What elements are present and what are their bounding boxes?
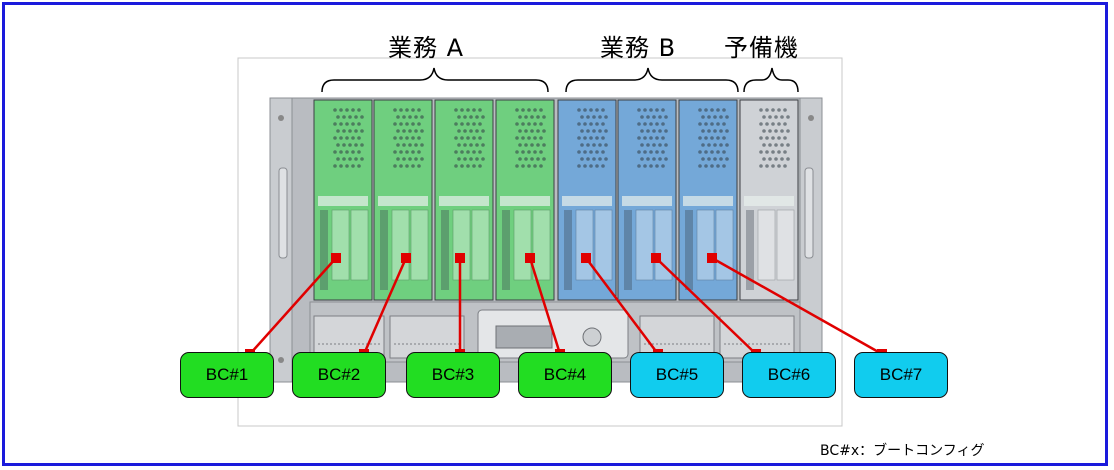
group-label-spare: 予備機 <box>724 34 799 62</box>
boot-config-2[interactable]: BC#2 <box>292 352 386 398</box>
right-handle <box>804 167 814 259</box>
blade-3 <box>434 99 494 301</box>
blade-7 <box>678 99 738 301</box>
boot-config-5[interactable]: BC#5 <box>630 352 724 398</box>
group-label-b: 業務 B <box>600 34 677 62</box>
blade-4 <box>495 99 555 301</box>
left-handle <box>278 167 288 259</box>
brace-group-b <box>565 67 739 93</box>
right-screw-top <box>808 115 814 121</box>
group-label-a: 業務 A <box>388 34 465 62</box>
boot-config-1[interactable]: BC#1 <box>180 352 274 398</box>
brace-group-a <box>321 67 549 93</box>
brace-spare <box>743 67 799 93</box>
boot-config-4[interactable]: BC#4 <box>518 352 612 398</box>
blade-5 <box>557 99 617 301</box>
blade-8 <box>739 99 799 301</box>
left-screw-bottom <box>278 357 284 363</box>
blade-slots <box>313 99 799 301</box>
left-screw-top <box>278 115 284 121</box>
boot-config-3[interactable]: BC#3 <box>406 352 500 398</box>
blade-1 <box>313 99 373 301</box>
boot-config-6[interactable]: BC#6 <box>742 352 836 398</box>
power-supply-3 <box>639 315 715 359</box>
power-supply-2 <box>389 315 465 359</box>
legend-note: BC#x：ブートコンフィグ <box>820 443 985 459</box>
blade-2 <box>373 99 433 301</box>
boot-config-7[interactable]: BC#7 <box>854 352 948 398</box>
